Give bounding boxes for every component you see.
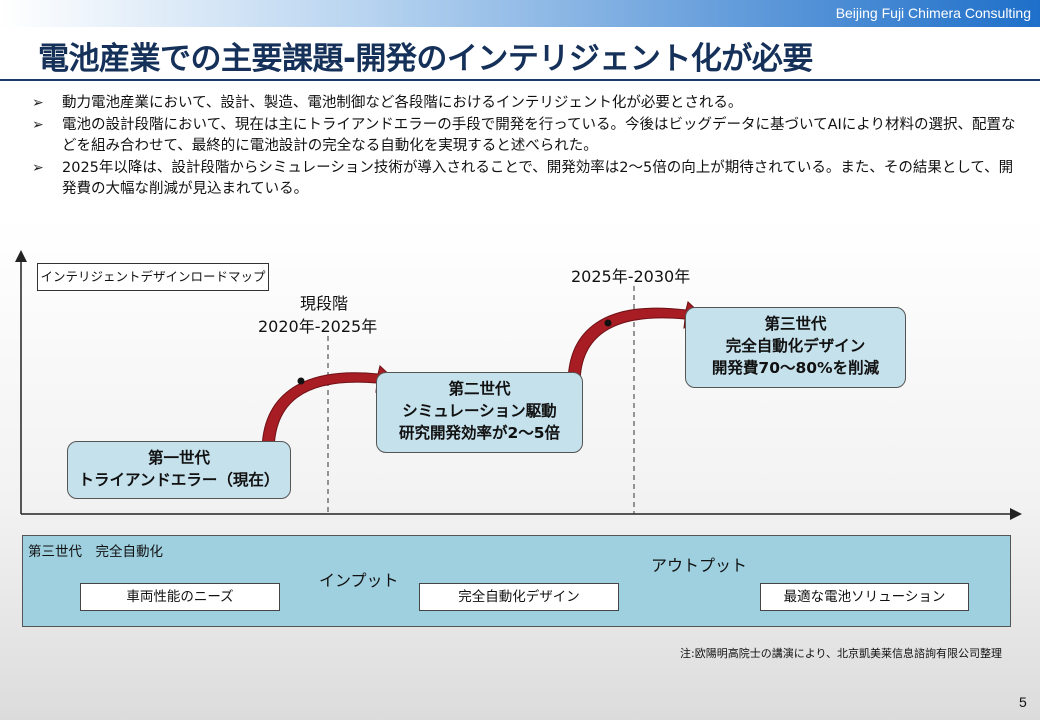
title-divider: [0, 79, 1040, 81]
phase-next-years: 2025年-2030年: [571, 267, 691, 286]
milestone-dot: [604, 319, 612, 327]
page-number: 5: [1019, 694, 1027, 710]
stage-benefit: 開発費70～80%を削減: [711, 359, 880, 377]
company-name: Beijing Fuji Chimera Consulting: [835, 5, 1031, 21]
stage-title: 第二世代: [448, 380, 511, 398]
flow-box-needs: 車両性能のニーズ: [80, 583, 280, 611]
stage-gen2: 第二世代 シミュレーション駆動 研究開発効率が2～5倍: [376, 372, 583, 453]
bullet-arrow-icon: ➢: [32, 116, 44, 133]
input-label: インプット: [319, 571, 399, 590]
stage-gen3: 第三世代 完全自動化デザイン 開発費70～80%を削減: [685, 307, 906, 388]
bullet-text: 2025年以降は、設計段階からシミュレーション技術が導入されることで、開発効率は…: [62, 159, 1014, 198]
phase-current-label: 現段階: [300, 294, 349, 313]
automation-panel: 第三世代 完全自動化 インプット アウトプット 車両性能のニーズ 完全自動化デザ…: [22, 535, 1011, 627]
bullet-item: ➢ 動力電池産業において、設計、製造、電池制御など各段階におけるインテリジェント…: [32, 93, 1017, 115]
flow-box-solution: 最適な電池ソリューション: [760, 583, 969, 611]
output-label: アウトプット: [651, 556, 748, 575]
flow-box-design: 完全自動化デザイン: [419, 583, 619, 611]
bullet-text: 電池の設計段階において、現在は主にトライアンドエラーの手段で開発を行っている。今…: [62, 116, 1016, 155]
bullet-list: ➢ 動力電池産業において、設計、製造、電池制御など各段階におけるインテリジェント…: [32, 93, 1017, 201]
bullet-item: ➢ 2025年以降は、設計段階からシミュレーション技術が導入されることで、開発効…: [32, 158, 1017, 201]
bullet-arrow-icon: ➢: [32, 95, 44, 111]
stage-desc: 完全自動化デザイン: [725, 337, 866, 355]
stage-title: 第一世代: [147, 449, 210, 467]
stage-desc: シミュレーション駆動: [402, 402, 557, 420]
slide-title: 電池産業での主要課題-開発のインテリジェント化が必要: [38, 41, 813, 77]
roadmap-label: インテリジェントデザインロードマップ: [37, 263, 269, 291]
stage-gen1: 第一世代 トライアンドエラー（現在）: [67, 441, 291, 499]
header-bar: Beijing Fuji Chimera Consulting: [0, 0, 1040, 27]
curved-arrow-2-icon: [567, 301, 705, 385]
stage-benefit: 研究開発効率が2～5倍: [398, 424, 561, 442]
phase-current-years: 2020年-2025年: [258, 317, 378, 336]
panel-title: 第三世代 完全自動化: [28, 544, 163, 560]
bullet-arrow-icon: ➢: [32, 159, 44, 176]
milestone-dot: [297, 377, 305, 385]
source-note: 注:欧陽明高院士の講演により、北京凱美莱信息諮詢有限公司整理: [680, 647, 1003, 660]
bullet-item: ➢ 電池の設計段階において、現在は主にトライアンドエラーの手段で開発を行っている…: [32, 115, 1017, 158]
stage-title: 第三世代: [764, 315, 827, 333]
bullet-text: 動力電池産業において、設計、製造、電池制御など各段階におけるインテリジェント化が…: [62, 95, 743, 111]
stage-desc: トライアンドエラー（現在）: [78, 471, 280, 489]
